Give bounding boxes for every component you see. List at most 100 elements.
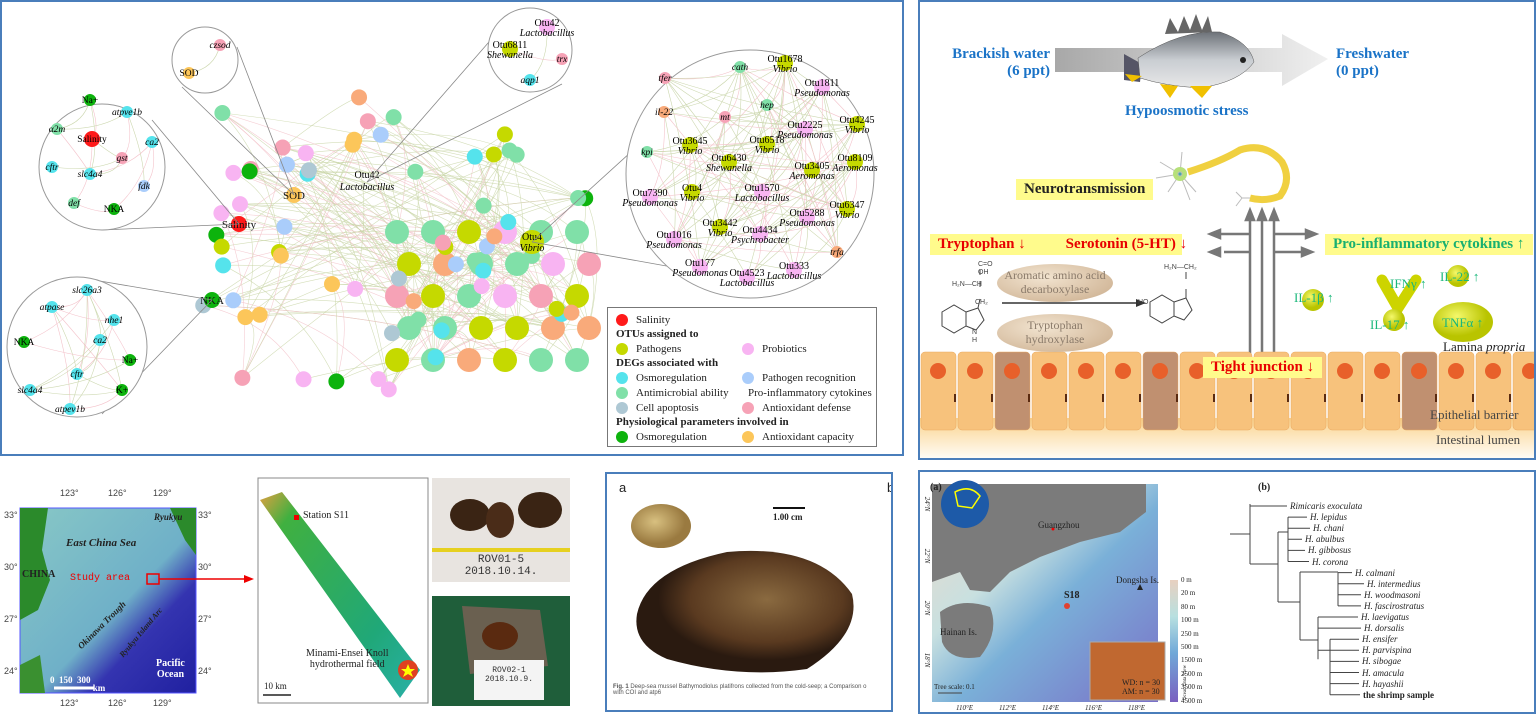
zoom-node <box>786 262 802 278</box>
zoom-edge <box>673 143 768 240</box>
china-label: CHINA <box>22 569 56 580</box>
network-node <box>385 220 409 244</box>
tight-junction-mark <box>1250 394 1252 402</box>
strip-scale-label: 10 km <box>264 681 287 691</box>
lat-tick: 20°N <box>923 600 932 616</box>
intestinal-lumen-label: Intestinal lumen <box>1436 432 1521 447</box>
zoom-edge <box>29 389 123 396</box>
zoom-node-label: trfa <box>830 247 844 258</box>
zoom-connector <box>366 26 503 183</box>
tnfa-label: TNFα ↑ <box>1442 315 1484 330</box>
serotonin-structure <box>1149 272 1193 324</box>
zoom-node-label: Otu6518 <box>750 135 785 146</box>
zoom-edge <box>691 191 848 210</box>
panel-label-a: (a) <box>930 482 942 493</box>
network-node <box>577 316 601 340</box>
network-node <box>529 284 553 308</box>
zoom-node <box>666 231 682 247</box>
network-node <box>225 292 242 309</box>
network-edge <box>284 226 557 310</box>
tree-scale-label: Tree scale: 0.1 <box>934 683 975 691</box>
zoom-node-label: Otu7390 <box>633 188 668 199</box>
depth-tick: 250 m <box>1181 629 1199 638</box>
network-edge <box>233 231 398 301</box>
epithelial-cell <box>1401 351 1438 431</box>
zoom-node-label: K+ <box>116 386 128 396</box>
cytokines-label: Pro-inflammatory cytokines ↑ <box>1325 234 1533 255</box>
tree-leaf-label: H. corona <box>1312 556 1349 567</box>
zoom-edge <box>113 141 153 210</box>
zoom-edge <box>76 289 89 375</box>
zoom-edge <box>806 123 858 218</box>
ifng-label: IFNγ ↑ <box>1390 276 1427 291</box>
network-node <box>466 148 483 165</box>
tight-junction-mark <box>991 394 993 402</box>
zoom-node-label: Otu6430 <box>712 153 747 164</box>
depth-colorbar <box>1170 580 1178 702</box>
zoom-node-sublabel: Lactobacillus <box>719 278 775 289</box>
zoom-node-label: Otu3645 <box>673 136 708 147</box>
globe-inset <box>941 480 989 528</box>
network-node <box>359 113 376 130</box>
zoom-node-sublabel: Pseudomonas <box>793 88 850 99</box>
tree-leaf-label: Rimicaris exoculata <box>1290 501 1363 511</box>
enzyme-aadc: Aromatic amino acid decarboxylase <box>997 264 1113 302</box>
network-node <box>541 252 565 276</box>
hypoosmotic-stress-label: Hypoosmotic stress <box>1125 103 1249 119</box>
lamina-propria-label: Lamina propria <box>1443 339 1526 354</box>
network-edge <box>367 120 579 199</box>
chem-h2n-ch-label: H₂N—CH <box>952 281 982 288</box>
zoom-edge <box>724 116 858 127</box>
zoom-node-label: Otu6347 <box>830 200 865 211</box>
tree-leaf-label: H. laevigatus <box>1361 612 1409 622</box>
lon-tick: 126° <box>108 488 127 498</box>
network-node <box>457 348 481 372</box>
network-node <box>232 196 249 213</box>
panel-label-a: a <box>619 480 627 495</box>
legend-phys-header: Physiological parameters involved in <box>616 416 789 428</box>
cell-nucleus <box>1411 363 1427 379</box>
legend-osmo-phys: Osmoregulation <box>636 430 707 443</box>
zoom-node <box>214 39 226 51</box>
depth-tick: 0 m <box>1181 576 1192 584</box>
zoom-node-label: Otu4 <box>682 183 702 194</box>
network-edge <box>233 172 400 279</box>
zoom-node <box>752 226 768 242</box>
cell-nucleus <box>1004 363 1020 379</box>
zoom-node <box>71 368 83 380</box>
zoom-circle-sod <box>171 26 239 94</box>
epithelial-cell <box>1068 351 1105 431</box>
dongsha-marker <box>1137 584 1143 590</box>
zoom-node-label: α2m <box>49 125 66 135</box>
network-edge <box>250 168 410 265</box>
zoom-node <box>124 354 136 366</box>
epithelial-cell <box>1105 351 1142 431</box>
tight-junction-mark <box>1213 394 1215 402</box>
okinawa-map-graphics <box>19 477 570 706</box>
zoom-edge <box>649 191 763 201</box>
zoom-node-label: mt <box>720 113 730 123</box>
zoom-edge <box>728 161 795 271</box>
zoom-node <box>839 201 855 217</box>
tree-leaf-label: H. abulbus <box>1305 534 1345 545</box>
antimicrobial-swatch <box>616 386 628 399</box>
lat-tick: 24°N <box>923 496 932 512</box>
lon-tick: 126° <box>108 698 127 708</box>
osmo-swatch <box>616 371 628 384</box>
chem-h2n-ch2-label: H₂N—CH₂ <box>1164 264 1197 271</box>
zoom-node <box>64 403 76 415</box>
zoom-node-sublabel: Shewanella <box>487 50 533 61</box>
epithelial-cell <box>1031 351 1068 431</box>
legend-pathogen-recognition: Pathogen recognition <box>762 371 856 384</box>
zoom-node-label: Otu1678 <box>768 54 803 65</box>
fish-diagram-graphics <box>920 14 1534 458</box>
guangzhou-marker <box>1051 527 1055 531</box>
network-node <box>433 322 450 339</box>
il22-label: IL-22 ↑ <box>1440 269 1480 284</box>
network-node <box>485 146 502 163</box>
network-node <box>372 126 389 143</box>
large-mussel <box>636 550 854 673</box>
zoom-node-label: Otu3442 <box>703 218 738 229</box>
zoom-node <box>116 152 128 164</box>
